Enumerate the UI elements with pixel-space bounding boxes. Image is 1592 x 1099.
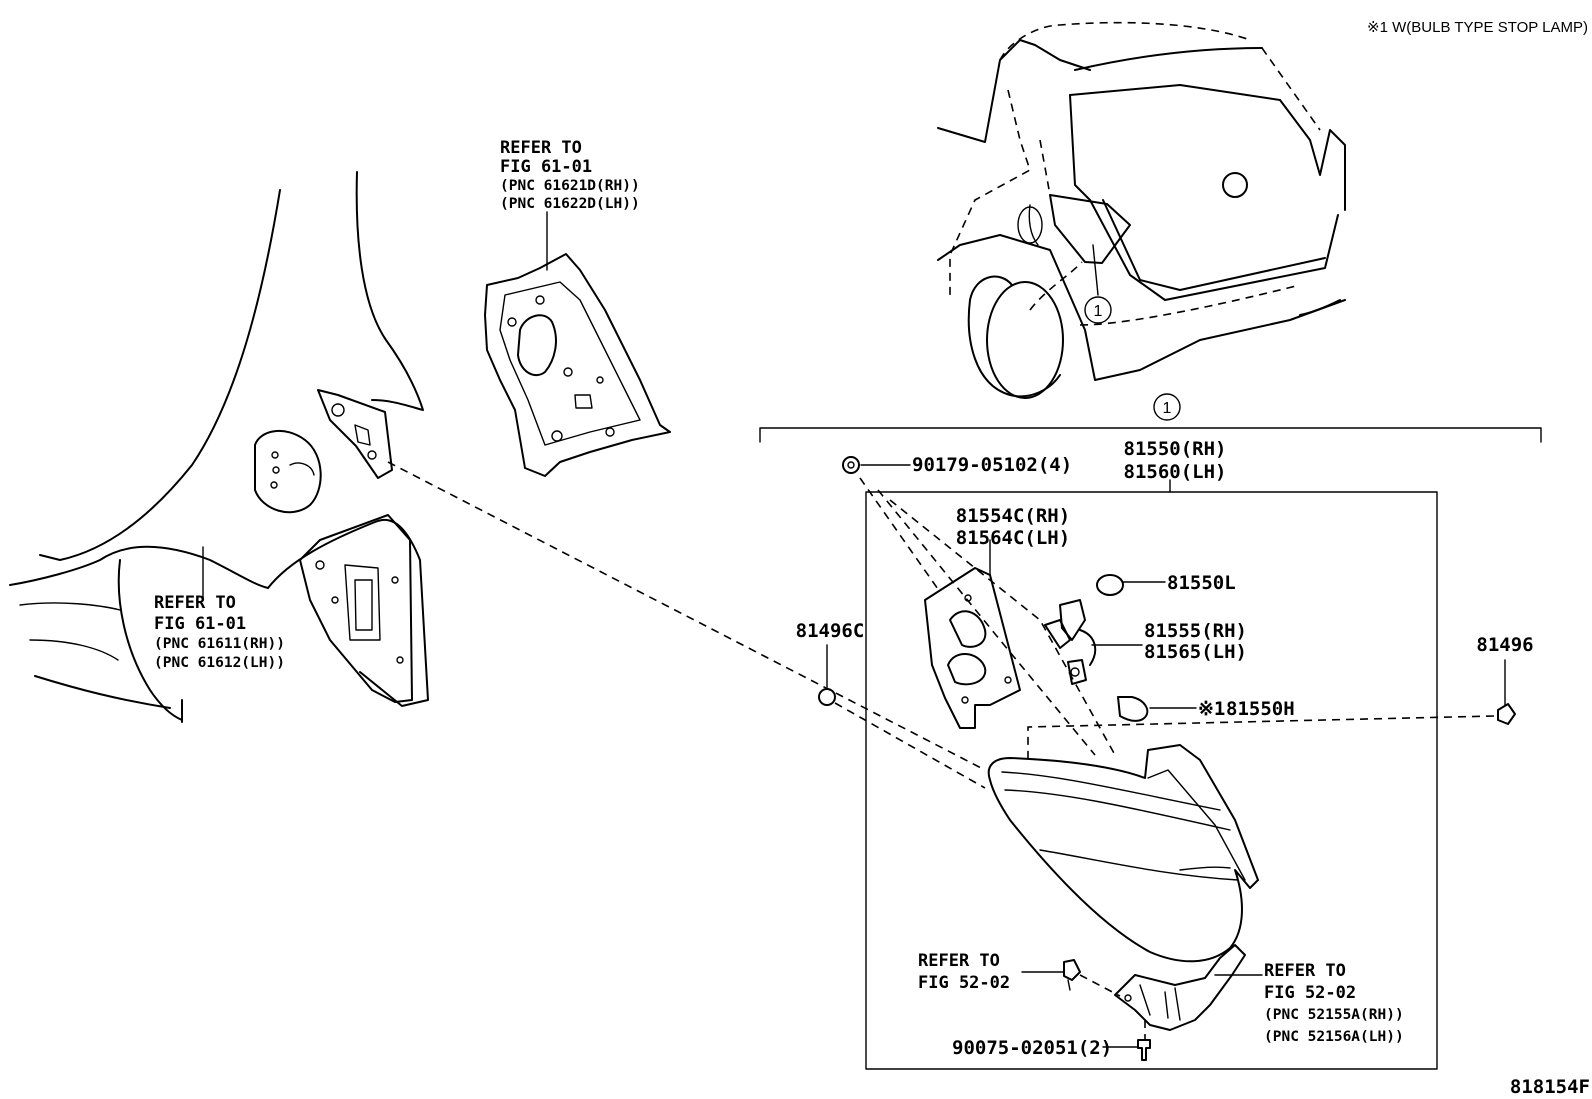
ref-quarter-inner-line3: (PNC 61621D(RH)) <box>500 178 640 194</box>
assembly-marker-label: 1 <box>1163 400 1172 417</box>
ref-quarter-outer-line2: FIG 61-01 <box>154 614 246 634</box>
car-marker-circle <box>1084 296 1112 324</box>
ref-bracket-line3: (PNC 52155A(RH)) <box>1264 1007 1404 1023</box>
part-81550l: 81550L <box>1167 572 1236 594</box>
assembly-bracket <box>759 427 1542 443</box>
part-81550-rh: 81550(RH) <box>1124 438 1227 460</box>
part-81564c-lh: 81564C(LH) <box>956 527 1070 549</box>
part-90179-05102: 90179-05102(4) <box>912 454 1072 476</box>
ref-bracket-line1: REFER TO <box>1264 961 1346 981</box>
ref-quarter-outer-line4: (PNC 61612(LH)) <box>154 655 285 671</box>
leader-pillar-to-lamp <box>387 461 986 771</box>
leader-clip-81496c-lamp <box>834 702 986 789</box>
lamp-gasket <box>924 567 1021 729</box>
lamp-bracket <box>1114 944 1246 1031</box>
part-90075-02051: 90075-02051(2) <box>952 1037 1112 1059</box>
part-81560-lh: 81560(LH) <box>1124 461 1227 483</box>
diagram-code: 818154F <box>1510 1076 1590 1098</box>
screw-90075-icon <box>1137 1039 1151 1061</box>
nut-90179-icon <box>842 456 860 474</box>
ref-quarter-outer-line1: REFER TO <box>154 593 236 613</box>
part-81496c: 81496C <box>796 620 865 642</box>
ref-bracket-line2: FIG 52-02 <box>1264 983 1356 1003</box>
part-81550h: 81550H <box>1226 698 1295 720</box>
leader-car-marker <box>1092 244 1099 296</box>
quarter-panel-inner <box>484 253 671 477</box>
ref-quarter-inner-line4: (PNC 61622D(LH)) <box>500 196 640 212</box>
leader-clip-81496-lamp <box>1027 715 1495 760</box>
lamp-assembly-box <box>865 491 1438 1070</box>
assembly-marker-circle <box>1153 393 1181 421</box>
bulb-81550l-icon <box>1096 574 1124 596</box>
ref-quarter-inner-line2: FIG 61-01 <box>500 157 592 177</box>
leader-nut-c <box>889 499 1116 756</box>
bulb-81550h-icon <box>1117 696 1149 722</box>
bulb-type-note: ※1 W(BULB TYPE STOP LAMP) <box>1367 19 1588 36</box>
part-81565-lh: 81565(LH) <box>1144 641 1247 663</box>
ref-quarter-inner-line1: REFER TO <box>500 138 582 158</box>
ref-bracket-line4: (PNC 52156A(LH)) <box>1264 1029 1404 1045</box>
car-rear-view <box>937 21 1346 399</box>
socket-wire-icon <box>1044 599 1097 685</box>
clip-81496c-icon <box>818 688 836 706</box>
screw-icon <box>1063 959 1081 981</box>
part-81555-rh: 81555(RH) <box>1144 620 1247 642</box>
car-marker-label: 1 <box>1094 303 1103 320</box>
leader-nut-a <box>859 477 941 593</box>
part-81554c-rh: 81554C(RH) <box>956 505 1070 527</box>
leader-screw-bracket <box>1079 974 1121 997</box>
part-81550h-mark: ※1 <box>1198 698 1225 720</box>
part-81496: 81496 <box>1476 634 1533 656</box>
clip-81496-icon <box>1497 703 1516 725</box>
ref-quarter-outer-line3: (PNC 61611(RH)) <box>154 636 285 652</box>
ref-screw-line1: REFER TO <box>918 951 1000 971</box>
quarter-panel-outer <box>9 171 429 723</box>
ref-screw-line2: FIG 52-02 <box>918 973 1010 993</box>
rear-combination-lamp <box>987 744 1259 963</box>
